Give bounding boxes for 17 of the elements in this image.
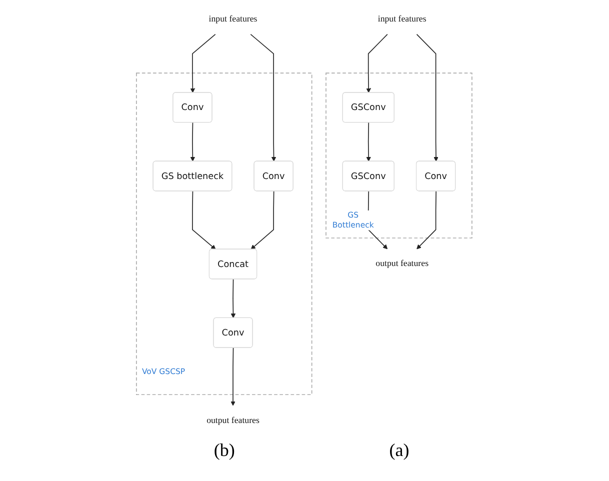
arrow	[231, 278, 236, 318]
arrow	[251, 190, 275, 250]
arrow	[190, 34, 216, 93]
arrow	[366, 122, 372, 162]
arrow	[192, 190, 216, 250]
panel-label: (b)	[214, 440, 235, 461]
arrow	[366, 34, 388, 93]
node-text: output features	[376, 259, 429, 268]
arrow	[416, 34, 439, 162]
arrow	[230, 347, 236, 406]
panel-label: (a)	[389, 440, 410, 461]
node-text: output features	[206, 416, 260, 426]
arrow	[190, 122, 196, 162]
arrow	[416, 190, 437, 250]
arrow	[250, 34, 276, 162]
node-text: input features	[378, 14, 427, 24]
node-text: input features	[209, 14, 258, 24]
